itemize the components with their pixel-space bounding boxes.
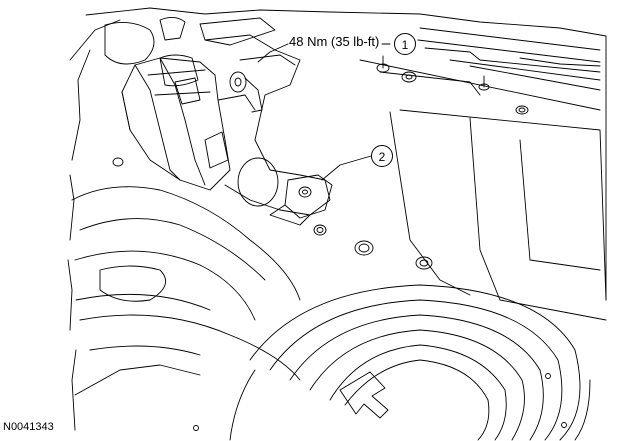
spare-tire-well bbox=[193, 284, 591, 441]
rail-fasteners bbox=[376, 55, 529, 115]
upper-rail bbox=[359, 27, 601, 111]
floor-panel bbox=[389, 109, 607, 321]
anchor-bolt bbox=[112, 157, 433, 270]
callout-1: 1 bbox=[394, 33, 416, 55]
figure-id: N0041343 bbox=[3, 421, 54, 433]
seat-belt-buckle-assembly bbox=[121, 34, 333, 226]
lower-left-structure bbox=[71, 186, 301, 396]
torque-spec-label: 48 Nm (35 lb-ft) bbox=[289, 34, 380, 49]
vehicle-floor-outline bbox=[67, 7, 607, 431]
leader-lines bbox=[257, 43, 391, 181]
callout-2: 2 bbox=[371, 145, 393, 167]
